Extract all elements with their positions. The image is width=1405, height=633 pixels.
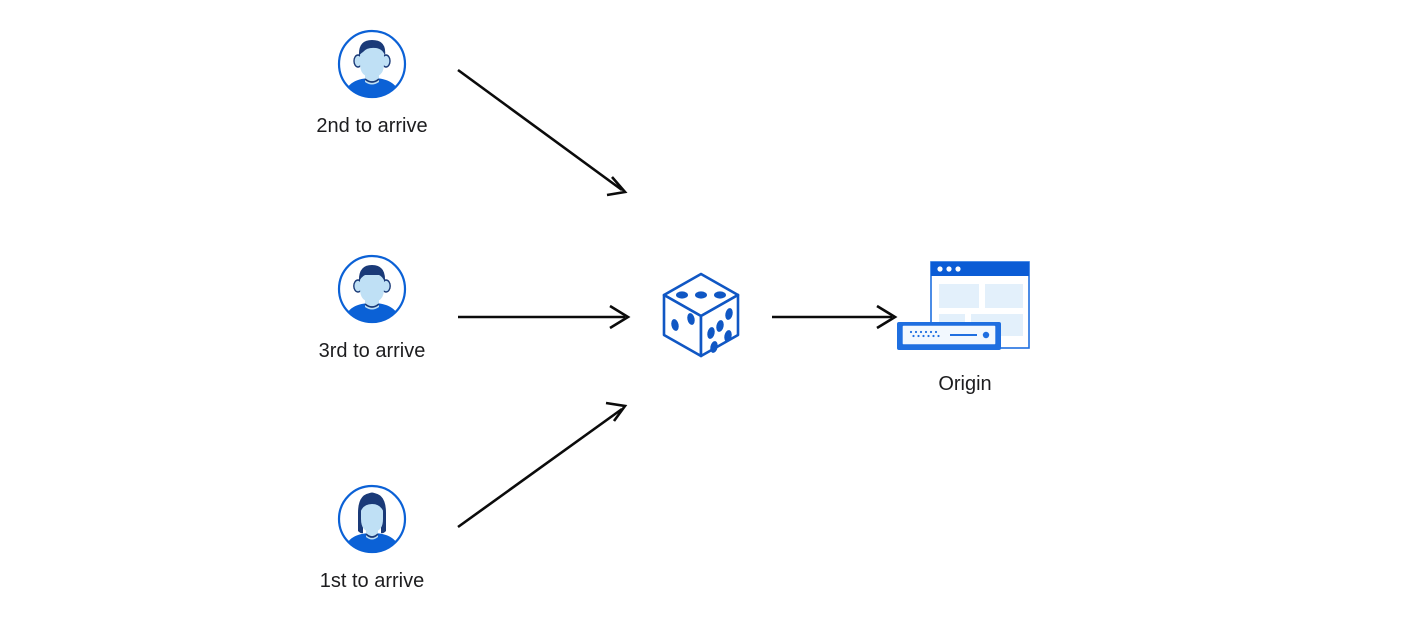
client-label-1st: 1st to arrive <box>319 570 425 592</box>
random-balancer-node[interactable] <box>658 268 744 362</box>
origin-label: Origin <box>938 373 992 395</box>
user-avatar-icon <box>336 28 408 100</box>
arrow-dice-to-origin <box>772 304 898 330</box>
client-node-1st[interactable]: 1st to arrive <box>320 483 432 593</box>
client-label-2nd: 2nd to arrive <box>316 115 428 137</box>
client-label-3rd: 3rd to arrive <box>318 340 426 362</box>
client-node-2nd[interactable]: 2nd to arrive <box>316 28 432 138</box>
arrow-1st-to-dice <box>457 401 628 529</box>
client-node-3rd[interactable]: 3rd to arrive <box>319 253 432 363</box>
user-avatar-icon <box>336 483 408 555</box>
origin-server-icon <box>895 258 1035 358</box>
server-device-icon <box>897 322 1001 350</box>
user-avatar-icon <box>336 253 408 325</box>
origin-node[interactable]: Origin <box>895 258 1035 396</box>
dice-icon <box>658 268 744 362</box>
arrow-2nd-to-dice <box>457 68 628 197</box>
arrow-3rd-to-dice <box>458 304 631 330</box>
